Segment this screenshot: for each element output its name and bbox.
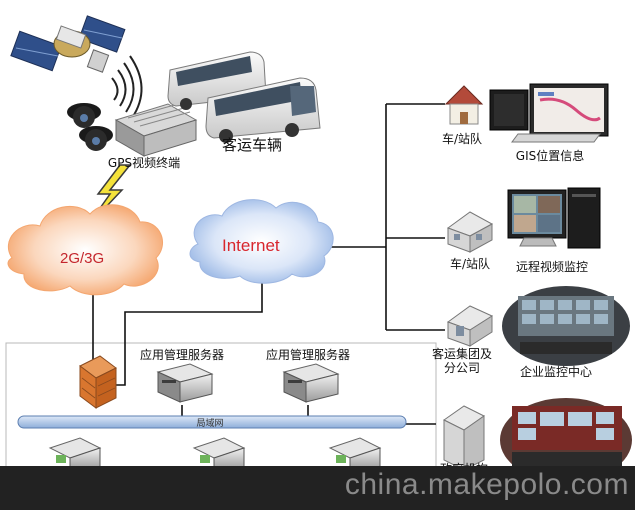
dvr-terminal-icon	[114, 103, 198, 157]
gov-building-icon	[443, 405, 485, 471]
group-branch-line-1: 客运集团及	[431, 347, 493, 361]
app-server-icon	[282, 363, 340, 403]
group-building-icon	[446, 305, 494, 347]
enterprise-center-label: 企业监控中心	[519, 365, 593, 379]
lan-server-icon	[48, 437, 102, 471]
app-server-1-label: 应用管理服务器	[139, 348, 225, 362]
station-building-icon	[446, 211, 494, 253]
app-server-2-label: 应用管理服务器	[265, 348, 351, 362]
video-monitor-icon	[507, 187, 601, 249]
dome-camera-icon	[67, 103, 113, 151]
cloud-internet-label: Internet	[222, 236, 280, 255]
group-branch-line-2: 分公司	[443, 361, 481, 375]
station-2-label: 车/站队	[449, 257, 491, 271]
group-branch-label: 客运集团及 分公司	[432, 347, 492, 375]
gps-terminal-label: GPS视频终端	[107, 156, 181, 170]
station-1-label: 车/站队	[441, 132, 483, 146]
gis-info-label: GIS位置信息	[515, 149, 585, 163]
app-server-icon	[156, 363, 214, 403]
lan-bus-bar	[17, 415, 407, 429]
enterprise-center-photo	[502, 286, 630, 366]
cloud-2g3g-label: 2G/3G	[60, 250, 105, 267]
firewall-icon	[79, 355, 117, 409]
satellite-icon	[10, 15, 126, 73]
passenger-vehicle-label: 客运车辆	[221, 136, 283, 154]
house-icon	[444, 85, 484, 125]
lan-server-icon	[192, 437, 246, 471]
bus-icon	[205, 77, 321, 143]
cloud-2g3g-icon	[7, 204, 164, 296]
gov-center-photo	[500, 398, 632, 482]
watermark-footer: china.makepolo.com	[0, 466, 635, 510]
remote-video-label: 远程视频监控	[515, 260, 589, 274]
signal-waves-icon	[111, 55, 143, 119]
lan-label: 局域网	[196, 419, 224, 429]
cloud-internet-icon	[189, 199, 334, 284]
gis-computer-icon	[489, 83, 609, 143]
firewall-to-internet-line	[108, 282, 263, 386]
watermark-text: china.makepolo.com	[344, 468, 629, 501]
